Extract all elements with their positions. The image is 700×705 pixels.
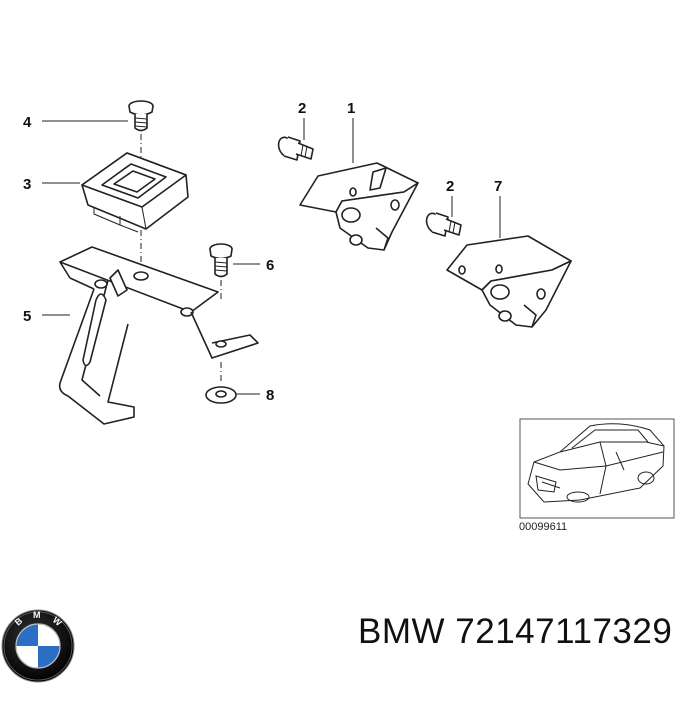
callout-2-right: 2 xyxy=(446,178,454,195)
brand-name: BMW xyxy=(358,612,446,651)
bracket-part-7 xyxy=(446,235,572,328)
vehicle-thumbnail: 00099611 xyxy=(519,418,675,533)
mount-part-3 xyxy=(81,152,189,233)
callout-7: 7 xyxy=(494,178,502,195)
svg-text:M: M xyxy=(33,610,41,620)
callout-4: 4 xyxy=(23,114,32,131)
screw-part-4 xyxy=(128,100,154,132)
washer-part-8 xyxy=(205,386,237,404)
part-caption: BMW 72147117329 xyxy=(358,612,672,652)
bracket-part-1 xyxy=(299,162,419,251)
callout-1: 1 xyxy=(347,100,355,117)
callout-8: 8 xyxy=(266,387,274,404)
bolt-part-2-left xyxy=(277,136,314,161)
svg-text:B: B xyxy=(13,615,25,627)
bracket-part-5 xyxy=(58,246,259,425)
callout-2-left: 2 xyxy=(298,100,306,117)
callout-3: 3 xyxy=(23,176,31,193)
callout-5: 5 xyxy=(23,308,31,325)
bolt-part-2-right xyxy=(425,212,462,237)
car-outline xyxy=(527,423,665,503)
brand-logo: B M W xyxy=(0,608,76,684)
callout-6: 6 xyxy=(266,257,274,274)
part-number: 72147117329 xyxy=(455,612,673,651)
diagram-reference-number: 00099611 xyxy=(519,521,567,533)
roundel-icon: B M W xyxy=(1,609,75,683)
screw-part-6 xyxy=(209,243,233,278)
